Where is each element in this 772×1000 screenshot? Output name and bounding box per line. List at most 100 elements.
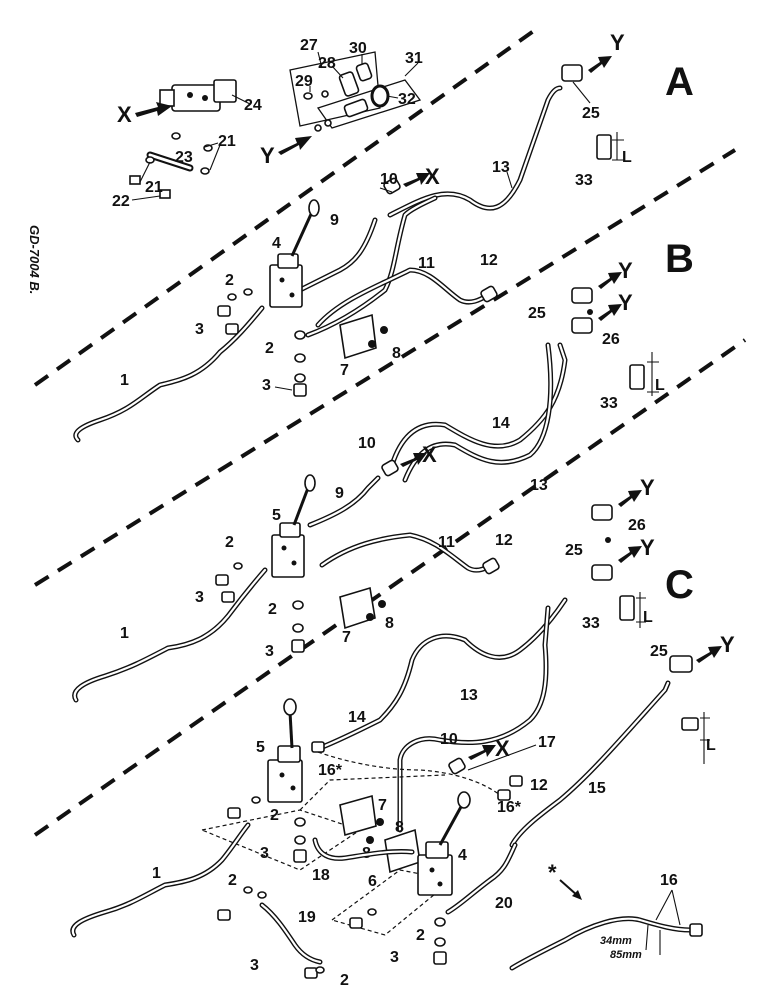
callout-3-d-b: 3 bbox=[250, 957, 259, 974]
fitting-10-d bbox=[448, 757, 466, 775]
asterisk-mark: * bbox=[548, 860, 557, 885]
dimension-l-c2: L bbox=[706, 737, 716, 754]
callout-8-b: 8 bbox=[392, 345, 401, 362]
callout-29: 29 bbox=[295, 73, 313, 90]
seal-kit-box bbox=[289, 51, 422, 132]
arrow-label-y-c1: Y bbox=[640, 475, 655, 500]
callout-16s-d2: 16* bbox=[497, 799, 522, 816]
pipe-15-c bbox=[509, 680, 671, 848]
callout-26-b: 26 bbox=[602, 331, 620, 348]
callout-13-b: 13 bbox=[530, 477, 548, 494]
arrow-y-icon bbox=[696, 646, 722, 663]
callout-25-c2: 25 bbox=[650, 643, 668, 660]
valve-4-b bbox=[269, 199, 320, 308]
callout-32: 32 bbox=[398, 91, 416, 108]
callout-2-c-a: 2 bbox=[225, 534, 234, 551]
callout-7-c: 7 bbox=[342, 629, 351, 646]
callout-24: 24 bbox=[244, 97, 262, 114]
pipe-9-c bbox=[307, 475, 381, 528]
arrow-label-x: X bbox=[117, 102, 132, 127]
callout-15-c: 15 bbox=[588, 780, 606, 797]
spacer-33-a bbox=[596, 134, 612, 160]
plate-7-c bbox=[339, 586, 376, 630]
clamp-25-c1 bbox=[591, 504, 613, 521]
callout-21-upper: 21 bbox=[218, 133, 236, 150]
callout-10-c: 10 bbox=[358, 435, 376, 452]
callout-1-d: 1 bbox=[152, 865, 161, 882]
arrow-y-icon bbox=[598, 272, 622, 289]
callout-27: 27 bbox=[300, 37, 318, 54]
callout-25-a: 25 bbox=[582, 105, 600, 122]
callout-11-b: 11 bbox=[418, 255, 435, 272]
callout-2-d-b: 2 bbox=[228, 872, 237, 889]
arrow-label-x-b: X bbox=[425, 164, 440, 189]
fitting-12-c bbox=[482, 557, 500, 575]
callout-20-d: 20 bbox=[495, 895, 513, 912]
arrow-label-x-d: X bbox=[495, 736, 510, 761]
fitting-10-c bbox=[381, 459, 399, 477]
callout-8-c: 8 bbox=[385, 615, 394, 632]
callout-2-d-c: 2 bbox=[340, 972, 349, 989]
callout-3-d-a: 3 bbox=[260, 845, 269, 862]
pump-assembly bbox=[159, 79, 237, 112]
pipe-9-b bbox=[297, 217, 378, 293]
callout-2-b-a: 2 bbox=[225, 272, 234, 289]
arrow-x-icon bbox=[400, 453, 427, 467]
dimension-l-a: L bbox=[622, 149, 632, 166]
section-label-c: C bbox=[665, 563, 694, 607]
callout-30: 30 bbox=[349, 40, 367, 57]
callout-4-d: 4 bbox=[458, 847, 467, 864]
plate-7-b bbox=[339, 313, 377, 360]
dashed-line-d3 bbox=[199, 809, 362, 871]
callout-5-c: 5 bbox=[272, 507, 281, 524]
callout-31: 31 bbox=[405, 50, 423, 67]
callout-2-d-d: 2 bbox=[416, 927, 425, 944]
separator-b-c bbox=[33, 148, 737, 587]
dimension-l-c1: L bbox=[643, 609, 653, 626]
section-a: 24 X 21 21 23 22 bbox=[112, 30, 632, 218]
valve-5-d bbox=[267, 698, 303, 803]
callout-9-c: 9 bbox=[335, 485, 344, 502]
callout-16s-d1: 16* bbox=[318, 762, 343, 779]
callout-33-b: 33 bbox=[600, 395, 618, 412]
callout-1-b: 1 bbox=[120, 372, 129, 389]
callout-3-b-a: 3 bbox=[195, 321, 204, 338]
arrow-y-icon bbox=[588, 56, 612, 73]
clamp-25-c3 bbox=[669, 655, 693, 673]
section-label-b: B bbox=[665, 237, 694, 281]
callout-33-a: 33 bbox=[575, 172, 593, 189]
callout-12-c: 12 bbox=[495, 532, 513, 549]
section-d: 14 13 5 16* 10 X 17 12 16* bbox=[70, 597, 703, 989]
callout-14-b: 14 bbox=[492, 415, 510, 432]
arrow-label-y-b2: Y bbox=[618, 290, 633, 315]
callout-26-c: 26 bbox=[628, 517, 646, 534]
arrow-label-y-c3: Y bbox=[720, 632, 735, 657]
callout-23: 23 bbox=[175, 149, 193, 166]
dimension-85mm: 85mm bbox=[610, 949, 642, 961]
arrow-label-y-a2: Y bbox=[610, 30, 625, 55]
callout-17-d: 17 bbox=[538, 734, 556, 751]
callout-5-d: 5 bbox=[256, 739, 265, 756]
clamp-25-b1 bbox=[571, 287, 593, 304]
callout-10-d: 10 bbox=[440, 731, 458, 748]
section-b: 1 9 11 10 X 12 4 7 8 bbox=[73, 164, 665, 494]
callout-11-c: 11 bbox=[438, 534, 455, 551]
callout-33-c: 33 bbox=[582, 615, 600, 632]
callout-9-b: 9 bbox=[330, 212, 339, 229]
callout-10-b: 10 bbox=[380, 171, 398, 188]
section-label-a: A bbox=[665, 60, 694, 104]
callout-2-d-a: 2 bbox=[270, 807, 279, 824]
fitting-12-b bbox=[480, 285, 498, 303]
arrow-x-icon bbox=[468, 745, 496, 760]
callout-19-d: 19 bbox=[298, 909, 316, 926]
arrow-label-x-c: X bbox=[422, 442, 437, 467]
arrow-y-icon bbox=[618, 546, 642, 563]
dimension-34mm: 34mm bbox=[600, 935, 632, 947]
callout-8-d1: 8 bbox=[395, 819, 404, 836]
pipe-1-c bbox=[72, 567, 268, 703]
dashed-line-d1 bbox=[317, 751, 501, 796]
callout-3-c-a: 3 bbox=[195, 589, 204, 606]
callout-28: 28 bbox=[318, 55, 336, 72]
arrow-y-icon bbox=[598, 304, 622, 321]
